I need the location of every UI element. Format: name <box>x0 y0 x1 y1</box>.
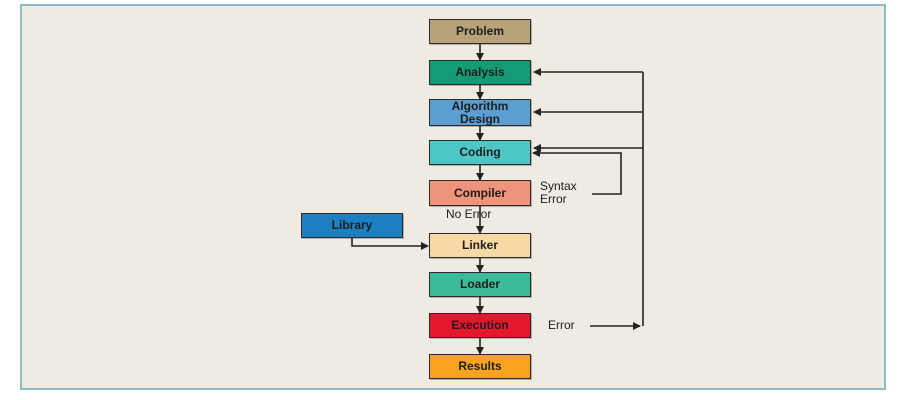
node-results: Results <box>429 354 531 379</box>
label-syntax-error: Syntax Error <box>540 179 577 206</box>
node-problem: Problem <box>429 19 531 44</box>
node-execution: Execution <box>429 313 531 338</box>
label-no-error: No Error <box>446 207 492 221</box>
node-algorithm-design: Algorithm Design <box>429 99 531 126</box>
label-error: Error <box>548 318 575 332</box>
node-coding: Coding <box>429 140 531 165</box>
node-analysis: Analysis <box>429 60 531 85</box>
node-linker: Linker <box>429 233 531 258</box>
node-library: Library <box>301 213 403 238</box>
node-compiler: Compiler <box>429 180 531 206</box>
node-loader: Loader <box>429 272 531 297</box>
